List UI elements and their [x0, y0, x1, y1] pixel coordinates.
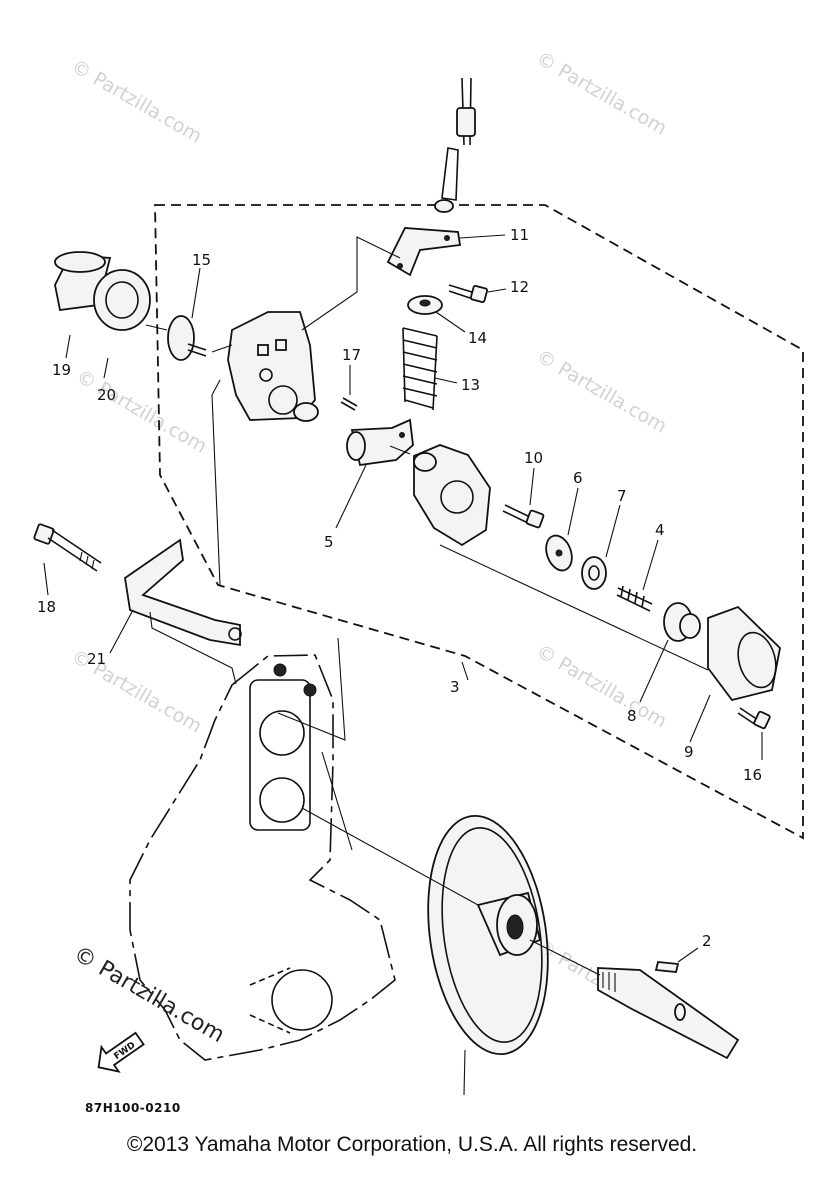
cap-part-9	[707, 605, 781, 702]
callout-11: 11	[510, 226, 529, 244]
callout-15: 15	[192, 251, 211, 269]
pipe-part-19	[54, 251, 112, 312]
bolt-part-18	[33, 523, 102, 572]
clip-part-7	[581, 556, 607, 590]
callout-16: 16	[743, 766, 762, 784]
ring-part-20	[93, 269, 151, 331]
callout-20: 20	[97, 386, 116, 404]
watermark-text: © Partzilla.com	[73, 365, 211, 457]
forward-arrow-icon: FWD	[97, 1031, 145, 1073]
assembly-boundary-dashed	[154, 204, 804, 840]
lever-part-5	[346, 418, 414, 467]
screw-part-16	[737, 707, 771, 730]
callout-9: 9	[684, 743, 694, 761]
watermark-text: © Partzilla.com	[68, 55, 206, 147]
throttle-cable	[434, 77, 476, 213]
drive-sheave	[427, 814, 549, 1056]
callout-2: 2	[702, 932, 712, 950]
collar-part-14	[407, 295, 443, 315]
shaft	[597, 967, 740, 1060]
callout-4: 4	[655, 521, 665, 539]
callout-7: 7	[617, 487, 627, 505]
callout-10: 10	[524, 449, 543, 467]
callout-18: 18	[37, 598, 56, 616]
watermark-text: © Partzilla.com	[533, 345, 671, 437]
bracket-part-21	[124, 538, 242, 647]
callout-3: 3	[450, 678, 460, 696]
bolt-part-10	[502, 504, 545, 529]
pin-part-17	[340, 365, 358, 411]
callout-6: 6	[573, 469, 583, 487]
callout-19: 19	[52, 361, 71, 379]
callout-8: 8	[627, 707, 637, 725]
watermark-text: © Partzilla.com	[533, 640, 671, 732]
governor-housing	[227, 311, 319, 422]
bolt-part-12	[448, 284, 489, 304]
callout-21: 21	[87, 650, 106, 668]
callout-13: 13	[461, 376, 480, 394]
callout-5: 5	[324, 533, 334, 551]
bracket-part-11	[386, 227, 462, 277]
spring-part-4	[616, 585, 653, 612]
governor-cover	[413, 444, 491, 547]
washer-part-6	[545, 534, 573, 572]
callout-labels: 11 12 14 13 15 17 19 20 5 10 6 7 4 18 21…	[37, 226, 762, 950]
spring-part-13	[402, 327, 438, 411]
copyright-notice: ©2013 Yamaha Motor Corporation, U.S.A. A…	[126, 1133, 698, 1156]
engine-crankcase	[129, 654, 396, 1061]
diagram-part-number: 87H100-0210	[85, 1101, 181, 1115]
callout-12: 12	[510, 278, 529, 296]
cap-part-15	[167, 315, 207, 361]
callout-14: 14	[468, 329, 487, 347]
key-part-2	[654, 961, 680, 973]
watermark-text: © Partzilla.com	[533, 47, 671, 139]
watermark-large: © Partzilla.com	[69, 942, 229, 1049]
gear-part-8	[663, 602, 701, 642]
callout-17: 17	[342, 346, 361, 364]
watermark-layer: © Partzilla.com © Partzilla.com © Partzi…	[68, 47, 671, 1027]
